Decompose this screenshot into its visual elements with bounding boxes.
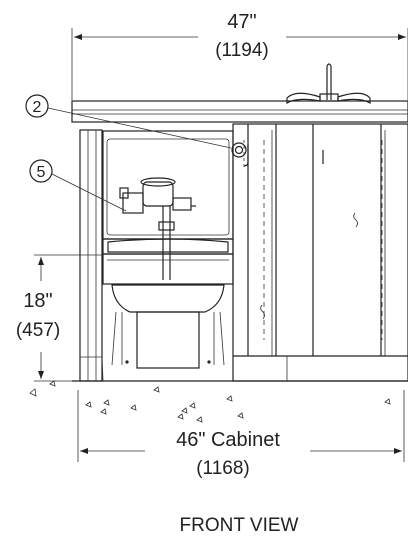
toilet-fixture (102, 230, 234, 369)
cabinet-width-inches: 46" Cabinet (176, 429, 280, 451)
view-label: FRONT VIEW (180, 515, 299, 536)
overall-width-mm: (1194) (215, 40, 269, 61)
callout-5-label: 5 (37, 164, 46, 181)
height-mm: (457) (16, 320, 60, 341)
cabinet-width-dimension: 46" Cabinet (1168) (77, 390, 405, 479)
callout-2-label: 2 (33, 99, 42, 116)
cabinet-width-mm: (1168) (196, 458, 250, 479)
faucet (286, 63, 371, 105)
countertop (71, 100, 408, 123)
flush-valve (119, 177, 196, 231)
callout-5: 5 (29, 159, 127, 212)
overall-width-dimension: 47" (1194) (71, 11, 408, 100)
flush-button (231, 142, 249, 167)
height-inches: 18" (23, 290, 52, 312)
height-dimension: 18" (457) (16, 254, 103, 382)
left-panel (79, 129, 103, 382)
callout-2: 2 (25, 94, 232, 149)
right-cabinet (232, 123, 408, 382)
floor-hatch (29, 380, 391, 423)
overall-width-inches: 47" (227, 11, 256, 33)
